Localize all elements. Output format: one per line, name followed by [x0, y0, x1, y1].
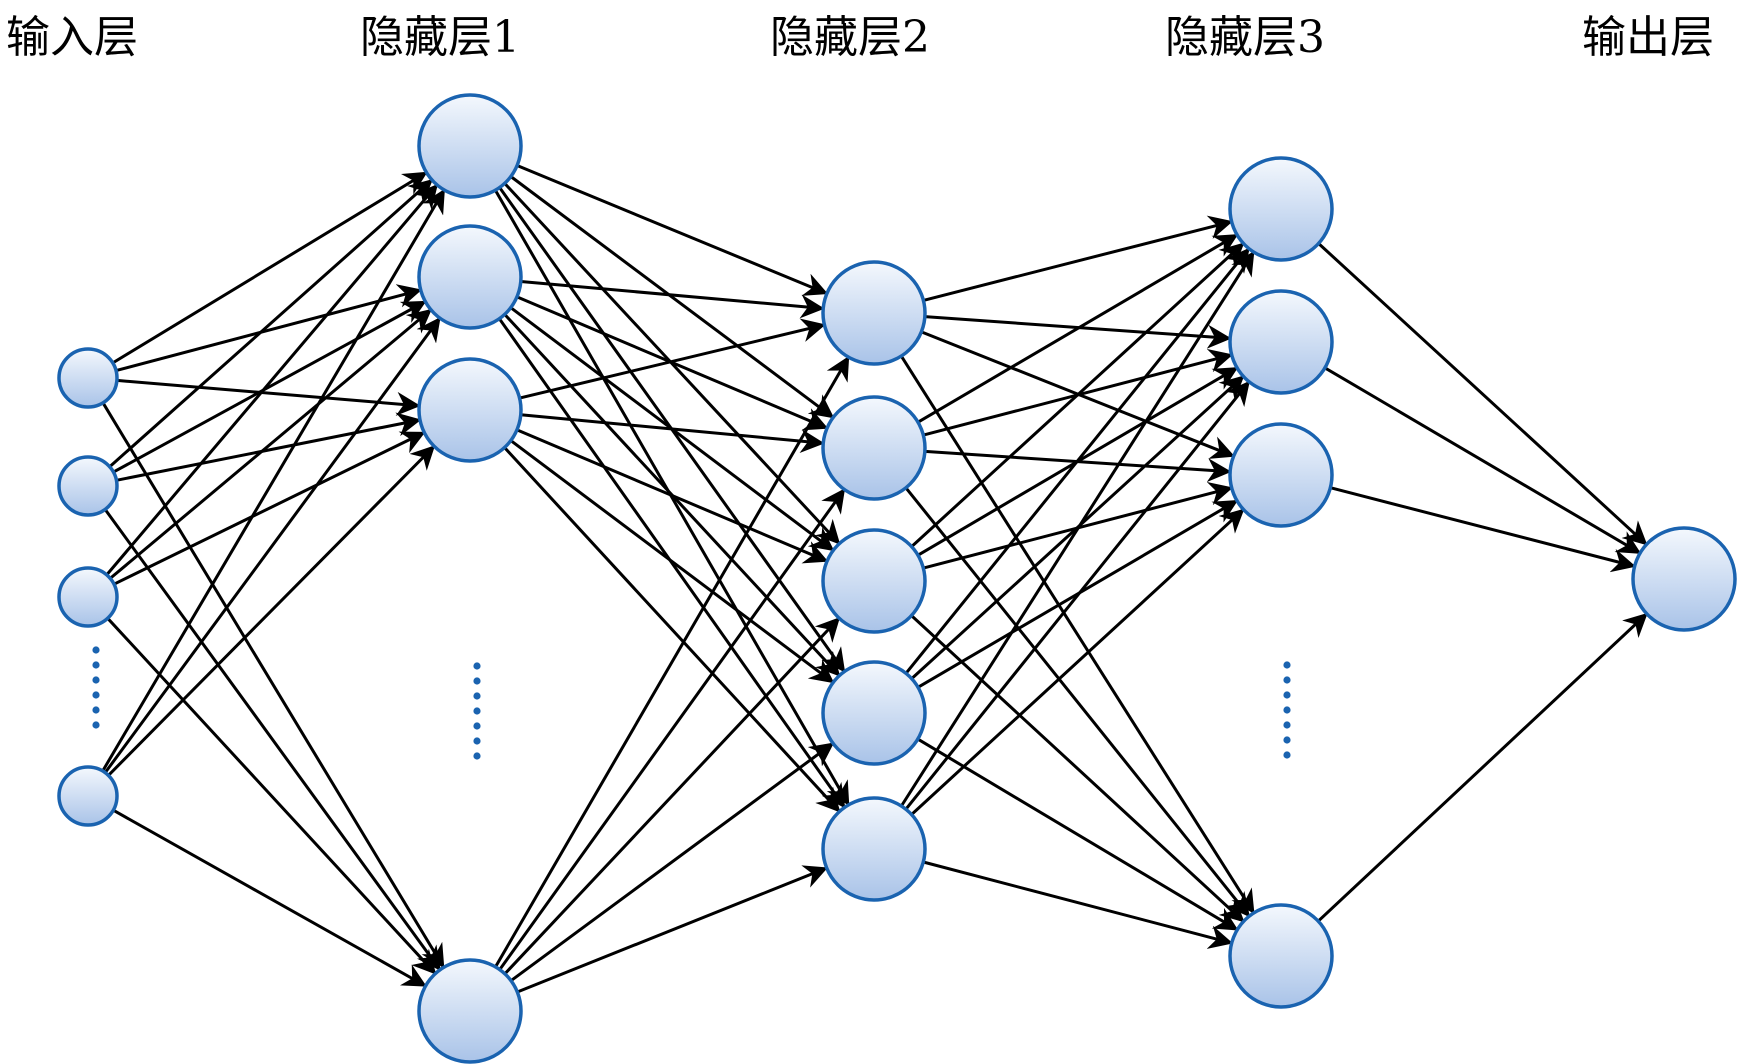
ellipsis-dot-input: [92, 646, 100, 654]
connection-hidden1-4-to-hidden2-2: [498, 488, 846, 971]
neuron-hidden3-1: [1228, 156, 1334, 262]
ellipsis-dot-hidden3: [1283, 736, 1291, 744]
ellipsis-dot-input: [92, 691, 100, 699]
neuron-hidden3-3: [1228, 422, 1334, 528]
connection-hidden2-3-to-hidden3-4: [910, 614, 1245, 923]
neurons: [57, 93, 1737, 1064]
connection-hidden2-1-to-hidden3-4: [900, 355, 1255, 915]
connection-hidden2-4-to-hidden3-1: [904, 247, 1250, 675]
connection-hidden3-4-to-output-1: [1317, 612, 1648, 923]
connection-input-4-to-hidden1-3: [107, 445, 436, 777]
neuron-hidden2-3: [821, 528, 927, 634]
ellipsis-dot-hidden3: [1283, 751, 1291, 759]
connection-hidden1-4-to-hidden2-3: [503, 617, 841, 975]
neuron-hidden2-2: [821, 395, 927, 501]
connection-hidden1-3-to-hidden2-2: [520, 413, 825, 454]
connection-input-2-to-hidden1-1: [108, 179, 433, 468]
ellipsis-dot-hidden1: [473, 722, 481, 730]
connection-hidden1-3-to-hidden2-4: [509, 439, 835, 684]
connection-hidden2-5-to-hidden3-2: [904, 380, 1250, 811]
neuron-input-3: [57, 566, 119, 628]
connection-hidden1-3-to-hidden2-3: [516, 428, 829, 564]
connection-input-4-to-hidden1-2: [103, 316, 441, 774]
connection-hidden2-4-to-hidden3-4: [917, 737, 1239, 931]
connection-hidden2-2-to-hidden3-1: [917, 234, 1239, 424]
connection-hidden2-5-to-hidden3-1: [900, 250, 1255, 807]
ellipsis-dot-input: [92, 661, 100, 669]
ellipsis-dot-hidden1: [473, 752, 481, 760]
connection-hidden1-1-to-hidden2-5: [494, 189, 850, 806]
neuron-hidden2-4: [821, 660, 927, 766]
connection-hidden3-1-to-output-1: [1317, 242, 1648, 546]
ellipsis-dot-hidden3: [1283, 676, 1291, 684]
connection-hidden1-3-to-hidden2-1: [519, 318, 826, 400]
neuron-hidden1-4: [417, 958, 523, 1064]
connection-input-3-to-hidden1-3: [113, 431, 426, 586]
layer-title-output: 输出层: [1582, 12, 1714, 63]
ellipsis-dot-input: [92, 721, 100, 729]
ellipsis-dot-input: [92, 706, 100, 714]
ellipsis-dot-hidden1: [473, 677, 481, 685]
layer-title-hidden-1: 隐藏层1: [360, 12, 520, 63]
connection-hidden3-3-to-output-1: [1330, 486, 1636, 573]
connection-hidden1-1-to-hidden2-1: [516, 164, 829, 296]
ellipsis-dot-hidden3: [1283, 661, 1291, 669]
connection-hidden1-4-to-hidden2-4: [510, 742, 835, 982]
connection-input-4-to-hidden1-4: [112, 808, 427, 987]
layer-title-input: 输入层: [6, 12, 138, 63]
neuron-hidden3-2: [1228, 289, 1334, 395]
neuron-hidden1-1: [417, 93, 523, 199]
connection-input-3-to-hidden1-1: [105, 183, 438, 576]
neuron-hidden2-5: [821, 796, 927, 902]
connection-hidden2-3-to-hidden3-1: [910, 242, 1245, 548]
connection-input-4-to-hidden1-1: [101, 188, 445, 772]
connection-input-1-to-hidden1-4: [101, 402, 445, 969]
ellipsis-dot-hidden3: [1283, 691, 1291, 699]
connection-hidden1-1-to-hidden2-2: [509, 175, 835, 419]
ellipsis-marks: [92, 646, 1291, 760]
neuron-hidden3-4: [1228, 903, 1334, 1009]
connection-hidden3-2-to-output-1: [1324, 366, 1642, 554]
ellipsis-dot-hidden1: [473, 692, 481, 700]
connection-hidden2-5-to-hidden3-3: [910, 508, 1245, 816]
neuron-output-1: [1631, 526, 1737, 632]
connection-input-2-to-hidden1-2: [112, 300, 427, 474]
ellipsis-dot-hidden3: [1283, 721, 1291, 729]
connection-input-3-to-hidden1-4: [106, 617, 437, 975]
neuron-hidden1-3: [417, 357, 523, 463]
connection-input-2-to-hidden1-3: [116, 412, 422, 482]
connection-input-1-to-hidden1-1: [112, 171, 428, 365]
connection-hidden1-3-to-hidden2-5: [503, 446, 841, 813]
neuron-hidden2-1: [821, 260, 927, 366]
neuron-hidden1-2: [417, 224, 523, 330]
ellipsis-dot-hidden1: [473, 707, 481, 715]
connection-input-3-to-hidden1-2: [109, 308, 432, 580]
ellipsis-dot-hidden3: [1283, 706, 1291, 714]
neuron-input-4: [57, 765, 119, 827]
connection-hidden2-5-to-hidden3-4: [922, 860, 1234, 949]
connections: [101, 164, 1648, 994]
connection-hidden2-1-to-hidden3-1: [923, 215, 1233, 302]
ellipsis-dot-hidden1: [473, 737, 481, 745]
connection-input-1-to-hidden1-2: [115, 284, 423, 373]
connection-input-1-to-hidden1-3: [116, 378, 421, 416]
layer-title-hidden-2: 隐藏层2: [770, 12, 930, 63]
layer-title-hidden-3: 隐藏层3: [1165, 12, 1325, 63]
neuron-input-1: [57, 347, 119, 409]
ellipsis-dot-hidden1: [473, 662, 481, 670]
ellipsis-dot-input: [92, 676, 100, 684]
connection-hidden1-2-to-hidden2-1: [520, 280, 825, 319]
neuron-input-2: [57, 455, 119, 517]
connection-input-2-to-hidden1-4: [103, 508, 441, 971]
connection-hidden1-4-to-hidden2-5: [516, 865, 828, 994]
connection-hidden1-4-to-hidden2-1: [494, 355, 850, 968]
